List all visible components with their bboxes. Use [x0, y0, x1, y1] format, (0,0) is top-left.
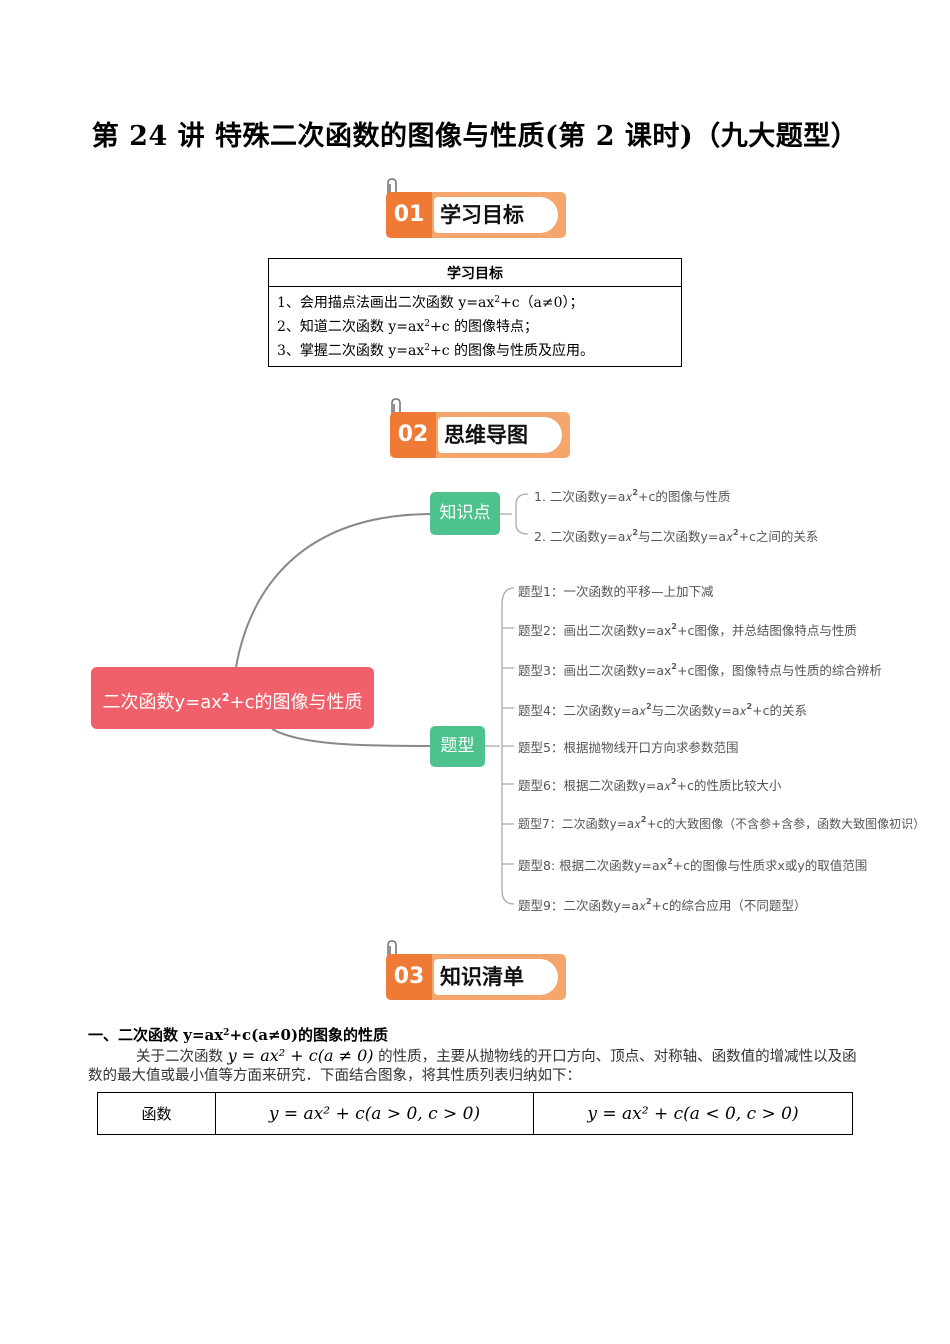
mindmap-type-item: 题型8: 根据二次函数y=ax2+c的图像与性质求x或y的取值范围	[518, 857, 868, 873]
section-label: 思维导图	[438, 417, 562, 453]
properties-table: 函数 y = ax² + c(a > 0, c > 0) y = ax² + c…	[97, 1092, 853, 1135]
mindmap-type-item: 题型2：画出二次函数y=ax2+c图像，并总结图像特点与性质	[518, 622, 857, 638]
section-number: 01	[386, 192, 432, 238]
mindmap-knowledge-item: 2. 二次函数y=a𝑥2与二次函数y=a𝑥2+c之间的关系	[534, 528, 819, 544]
goals-header: 学习目标	[268, 258, 682, 287]
goal-item: 2、知道二次函数 y=ax2+c 的图像特点；	[277, 319, 539, 335]
learning-goals-table: 学习目标 1、会用描点法画出二次函数 y=ax2+c（a≠0）； 2、知道二次函…	[268, 258, 682, 367]
mindmap-knowledge-item: 1. 二次函数y=a𝑥2+c的图像与性质	[534, 488, 731, 504]
section-banner-knowledge: 03 知识清单	[380, 940, 580, 1012]
section-label: 学习目标	[434, 197, 558, 233]
mindmap-type-item: 题型5：根据抛物线开口方向求参数范围	[518, 740, 739, 755]
section-banner-goals: 01 学习目标	[380, 178, 580, 250]
mind-map: 二次函数y=ax2+c的图像与性质 知识点 题型 1. 二次函数y=a𝑥2+c的…	[0, 470, 950, 920]
section-number: 02	[390, 412, 436, 458]
table-header-cell: 函数	[97, 1092, 216, 1135]
formula: y = ax² + c(a ≠ 0)	[227, 1046, 374, 1065]
goal-item: 1、会用描点法画出二次函数 y=ax2+c（a≠0）；	[277, 295, 584, 311]
mindmap-knowledge-node: 知识点	[430, 492, 500, 535]
section-label: 知识清单	[434, 959, 558, 995]
mindmap-type-item: 题型3：画出二次函数y=ax2+c图像，图像特点与性质的综合辨析	[518, 662, 882, 678]
mindmap-type-item: 题型7：二次函数y=a𝑥2+c的大致图像（不含参+含参，函数大致图像初识）	[518, 815, 926, 831]
table-header-cell: y = ax² + c(a < 0, c > 0)	[533, 1092, 853, 1135]
table-header-cell: y = ax² + c(a > 0, c > 0)	[215, 1092, 534, 1135]
section-number: 03	[386, 954, 432, 1000]
knowledge-paragraph: 关于二次函数 y = ax² + c(a ≠ 0) 的性质，主要从抛物线的开口方…	[88, 1046, 857, 1084]
page-title: 第 24 讲 特殊二次函数的图像与性质(第 2 课时)（九大题型）	[91, 121, 859, 152]
section-banner-mindmap: 02 思维导图	[384, 398, 584, 470]
knowledge-heading: 一、二次函数 y=ax2+c(a≠0)的图象的性质	[88, 1026, 389, 1044]
mindmap-root: 二次函数y=ax2+c的图像与性质	[91, 667, 374, 729]
goal-item: 3、掌握二次函数 y=ax2+c 的图像与性质及应用。	[277, 343, 595, 359]
mindmap-type-item: 题型6：根据二次函数y=a𝑥2+c的性质比较大小	[518, 777, 782, 793]
mindmap-type-item: 题型1：一次函数的平移—上加下减	[518, 584, 714, 599]
mindmap-types-node: 题型	[430, 726, 485, 767]
mind-map-connectors	[235, 493, 529, 905]
mindmap-type-item: 题型4：二次函数y=a𝑥2与二次函数y=a𝑥2+c的关系	[518, 702, 807, 718]
mindmap-type-item: 题型9：二次函数y=a𝑥2+c的综合应用（不同题型）	[518, 897, 807, 913]
